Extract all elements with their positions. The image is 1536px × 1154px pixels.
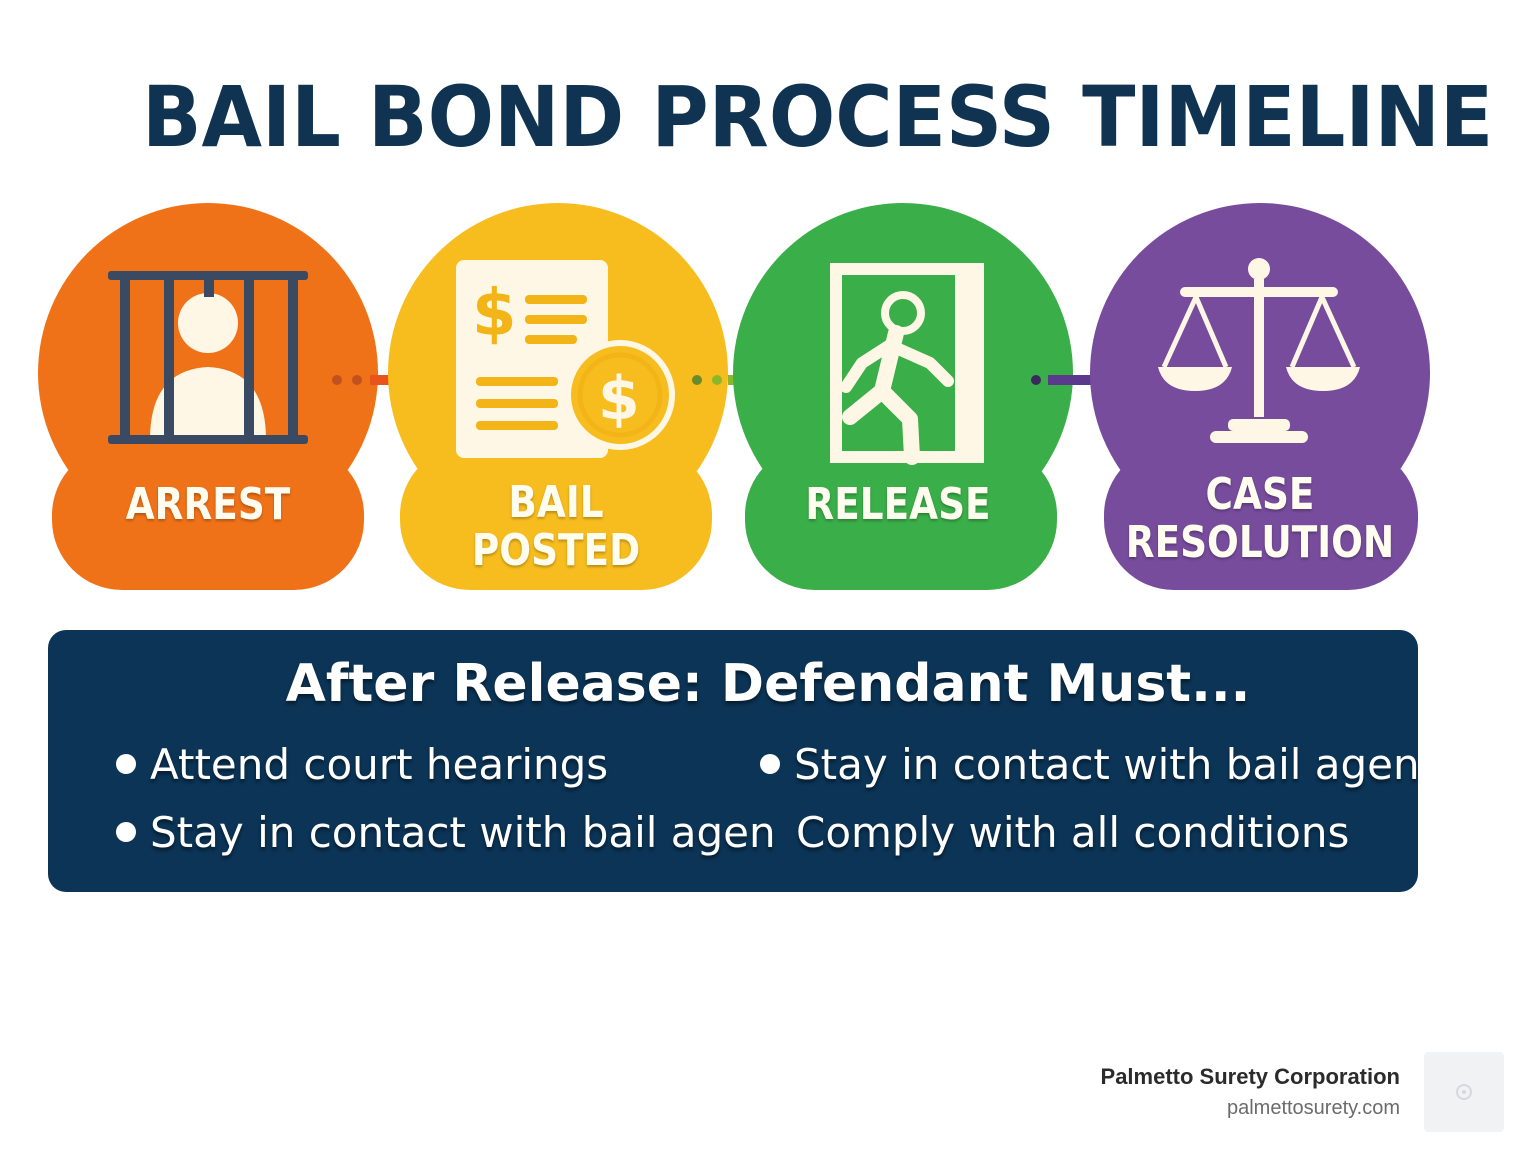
svg-text:$: $ bbox=[472, 277, 517, 351]
bullet-dot bbox=[116, 821, 136, 842]
step-label-arrest: ARREST bbox=[81, 481, 336, 529]
jail-icon bbox=[108, 271, 308, 444]
requirement-item: Stay in contact with bail agent bbox=[760, 740, 1418, 790]
after-release-heading: After Release: Defendant Must... bbox=[285, 654, 1251, 714]
process-flow-graphic: $ $ bbox=[38, 203, 1430, 590]
scales-of-justice-icon bbox=[1158, 258, 1360, 443]
logo-mark-icon bbox=[1456, 1084, 1472, 1100]
step-label-release-line-1: RELEASE bbox=[805, 479, 991, 530]
step-label-arrest-line-1: ARREST bbox=[125, 479, 291, 530]
company-logo-placeholder bbox=[1424, 1052, 1504, 1132]
bullet-dot bbox=[116, 753, 136, 774]
requirement-item: Comply with all conditions bbox=[796, 808, 1349, 858]
step-label-case-resolution-line-2: RESOLUTION bbox=[1125, 517, 1395, 568]
process-flow: $ $ bbox=[0, 195, 1536, 605]
page-title: BAIL BOND PROCESS TIMELINE bbox=[142, 68, 1494, 166]
step-label-release: RELEASE bbox=[771, 481, 1026, 529]
requirement-text: Attend court hearings bbox=[150, 740, 609, 789]
step-label-bail-posted-line-1: BAIL bbox=[508, 477, 604, 528]
requirement-text: Comply with all conditions bbox=[796, 808, 1350, 857]
requirement-item: Stay in contact with bail agen bbox=[116, 808, 776, 858]
after-release-panel: After Release: Defendant Must... Attend … bbox=[48, 630, 1418, 892]
requirement-text: Stay in contact with bail agen bbox=[150, 808, 776, 857]
step-label-bail-posted-line-2: POSTED bbox=[471, 525, 641, 576]
company-url[interactable]: palmettosurety.com bbox=[1226, 1097, 1400, 1119]
requirement-item: Attend court hearings bbox=[116, 740, 608, 790]
step-label-bail-posted: BAIL POSTED bbox=[429, 479, 684, 575]
requirement-text: Stay in contact with bail agent bbox=[794, 740, 1418, 789]
step-label-case-resolution: CASE RESOLUTION bbox=[1107, 471, 1413, 567]
step-label-case-resolution-line-1: CASE bbox=[1205, 469, 1315, 520]
bail-document-icon: $ $ bbox=[456, 260, 675, 458]
bullet-dot bbox=[760, 753, 780, 774]
exit-door-icon bbox=[830, 263, 984, 465]
company-name: Palmetto Surety Corporation bbox=[1100, 1064, 1400, 1089]
svg-text:$: $ bbox=[598, 364, 640, 434]
